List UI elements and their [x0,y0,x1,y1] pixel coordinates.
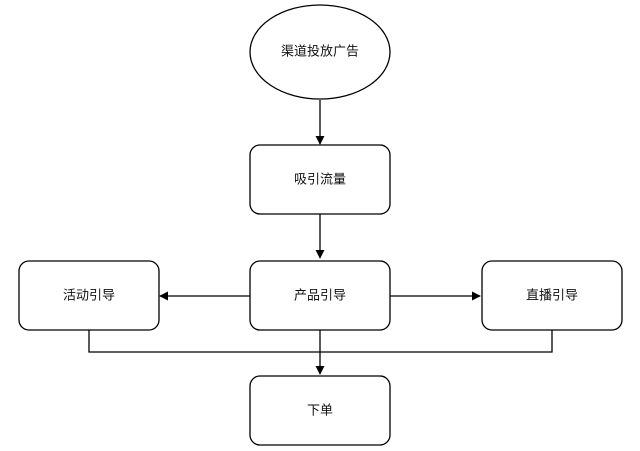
node-product-guide: 产品引导 [249,260,391,331]
node-order-label: 下单 [307,404,333,419]
node-product-guide-shape [249,260,391,331]
node-order: 下单 [249,375,391,446]
node-channel-ads-label: 渠道投放广告 [281,44,359,60]
node-channel-ads-shape [249,4,391,100]
node-activity-guide: 活动引导 [18,260,160,331]
node-order-shape [249,375,391,446]
node-activity-guide-shape [18,260,160,331]
node-product-guide-label: 产品引导 [294,289,346,304]
node-live-guide: 直播引导 [481,260,623,331]
node-traffic-shape [249,144,391,215]
edge-activity-guide-to-merge [88,330,320,353]
node-activity-guide-label: 活动引导 [63,289,115,304]
node-live-guide-shape [481,260,623,331]
node-traffic-label: 吸引流量 [294,173,346,188]
node-channel-ads: 渠道投放广告 [249,4,391,100]
edge-live-guide-to-merge [320,330,553,353]
node-live-guide-label: 直播引导 [526,289,578,304]
node-traffic: 吸引流量 [249,144,391,215]
